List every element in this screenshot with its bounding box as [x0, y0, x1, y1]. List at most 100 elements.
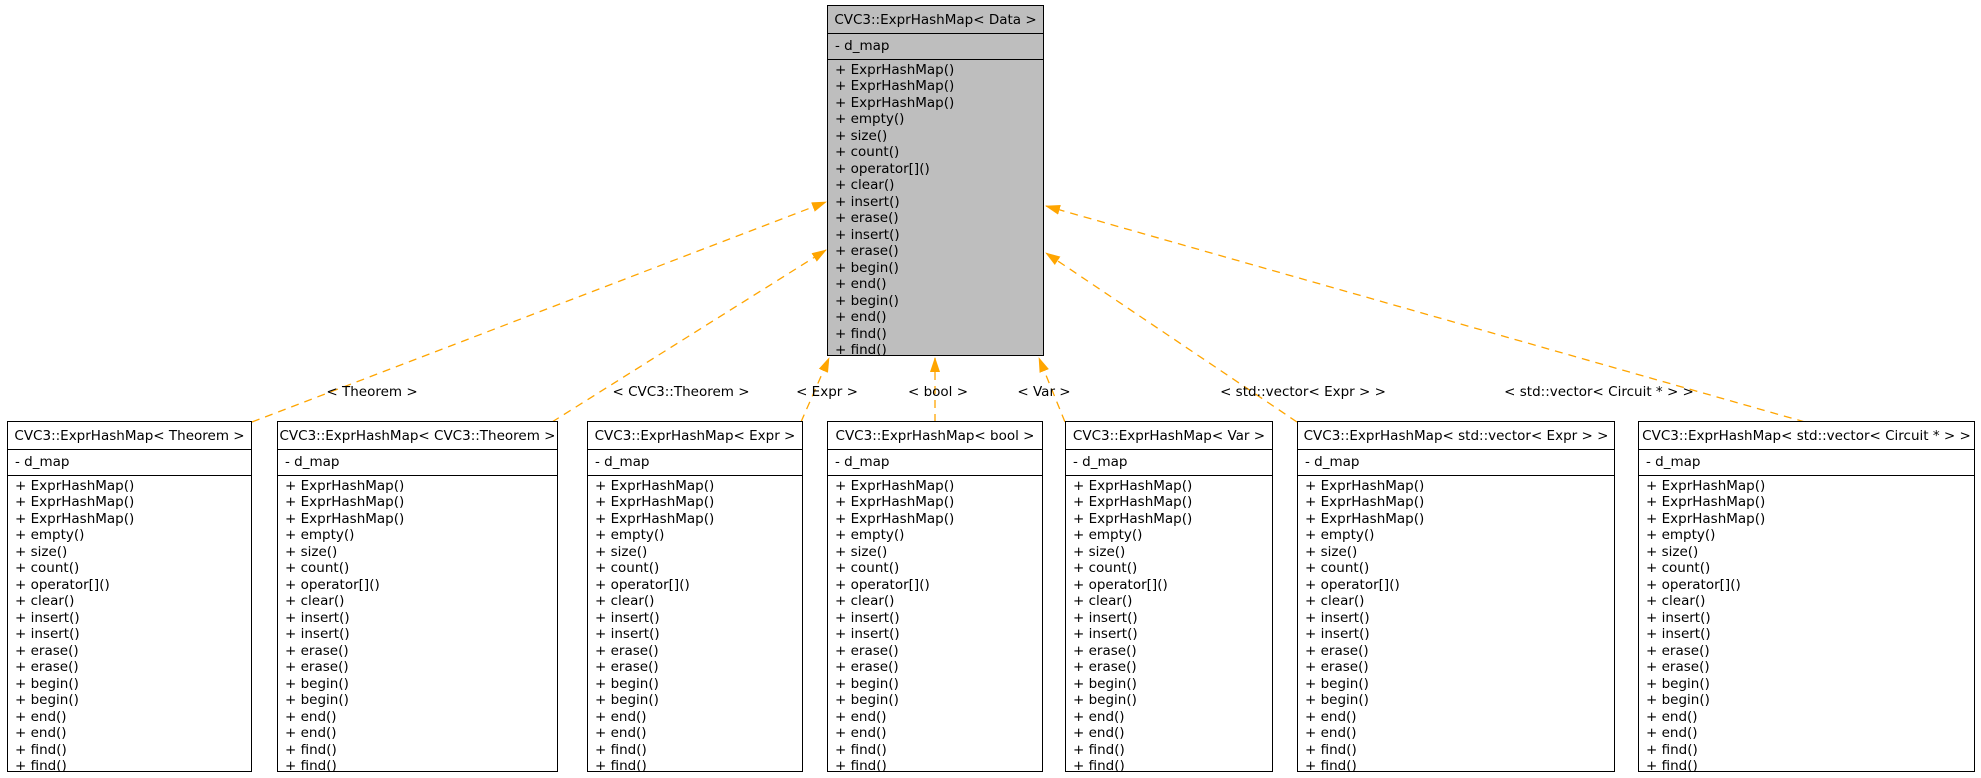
class-method: + empty() [1646, 527, 1716, 543]
class-method: + find() [835, 342, 887, 358]
class-method: + count() [835, 144, 900, 160]
class-method: + empty() [835, 527, 905, 543]
class-method: + find() [1305, 741, 1357, 758]
class-method: + empty() [1305, 527, 1375, 543]
class-title: CVC3::ExprHashMap< Expr > [588, 422, 802, 450]
class-node-exprhashmap-std-vector-expr[interactable]: CVC3::ExprHashMap< std::vector< Expr > >… [1297, 421, 1615, 774]
class-method: + end() [835, 309, 887, 325]
class-method: + end() [1646, 725, 1698, 741]
class-method: + ExprHashMap() [835, 61, 955, 78]
class-method: + size() [15, 543, 68, 560]
class-method: + empty() [285, 527, 355, 543]
edge-label-cvc3-theorem: < CVC3::Theorem > [612, 384, 750, 400]
class-method: + empty() [595, 527, 665, 543]
class-method: + ExprHashMap() [1646, 494, 1766, 510]
class-method: + insert() [835, 193, 900, 210]
class-method: + begin() [595, 675, 659, 692]
class-node-exprhashmap-bool[interactable]: CVC3::ExprHashMap< bool > - d_map + Expr… [827, 421, 1043, 774]
class-attribute: - d_map [595, 454, 650, 470]
class-method: + erase() [595, 659, 659, 675]
class-method: + begin() [1073, 692, 1137, 708]
class-method: + clear() [835, 177, 895, 193]
class-method: + size() [285, 543, 338, 560]
class-method: + ExprHashMap() [1073, 494, 1193, 510]
class-method: + erase() [15, 659, 79, 675]
edge-label-bool: < bool > [907, 384, 969, 400]
class-method: + begin() [835, 259, 899, 276]
class-methods: + ExprHashMap()+ ExprHashMap()+ ExprHash… [1066, 476, 1272, 775]
class-methods: + ExprHashMap()+ ExprHashMap()+ ExprHash… [8, 476, 251, 775]
class-title: CVC3::ExprHashMap< Var > [1066, 422, 1272, 450]
class-title: CVC3::ExprHashMap< CVC3::Theorem > [278, 422, 557, 450]
class-method: + end() [595, 725, 647, 741]
class-method: + erase() [595, 642, 659, 659]
class-node-exprhashmap-std-vector-circuit[interactable]: CVC3::ExprHashMap< std::vector< Circuit … [1638, 421, 1975, 775]
class-attributes: - d_map [1298, 450, 1614, 476]
class-method: + operator[]() [1305, 576, 1400, 593]
class-method: + ExprHashMap() [595, 494, 715, 510]
class-method: + ExprHashMap() [285, 477, 405, 494]
class-method: + begin() [1073, 675, 1137, 692]
class-method: + clear() [1305, 593, 1365, 609]
class-method: + erase() [835, 243, 899, 259]
class-methods: + ExprHashMap()+ ExprHashMap()+ ExprHash… [1639, 476, 1974, 775]
class-method: + operator[]() [285, 576, 380, 593]
class-attribute: - d_map [835, 454, 890, 470]
class-method: + end() [15, 708, 67, 725]
class-method: + end() [1305, 708, 1357, 725]
class-method: + find() [1305, 758, 1357, 774]
class-method: + end() [1305, 725, 1357, 741]
class-method: + end() [1073, 708, 1125, 725]
class-method: + find() [1073, 758, 1125, 774]
class-method: + end() [1073, 725, 1125, 741]
class-method: + begin() [1305, 692, 1369, 708]
class-method: + end() [1646, 708, 1698, 725]
class-method: + erase() [15, 642, 79, 659]
class-title: CVC3::ExprHashMap< std::vector< Circuit … [1639, 422, 1974, 450]
class-method: + ExprHashMap() [15, 494, 135, 510]
class-method: + begin() [1305, 675, 1369, 692]
class-method: + operator[]() [15, 576, 110, 593]
class-method: + count() [285, 560, 350, 576]
class-node-exprhashmap-expr[interactable]: CVC3::ExprHashMap< Expr > - d_map + Expr… [587, 421, 803, 774]
edge-std-vector-expr [1045, 252, 1298, 423]
class-method: + begin() [285, 692, 349, 708]
class-method: + begin() [835, 675, 899, 692]
edge-expr [800, 357, 830, 423]
class-method: + operator[]() [1646, 576, 1741, 593]
class-method: + clear() [595, 593, 655, 609]
class-method: + find() [835, 325, 887, 342]
class-method: + count() [835, 560, 900, 576]
class-method: + ExprHashMap() [835, 78, 955, 94]
class-method: + clear() [15, 593, 75, 609]
class-method: + ExprHashMap() [835, 510, 955, 527]
class-method: + insert() [1646, 626, 1711, 642]
class-method: + ExprHashMap() [1305, 510, 1425, 527]
edge-label-expr: < Expr > [796, 384, 858, 400]
class-method: + erase() [1073, 659, 1137, 675]
class-method: + size() [835, 543, 888, 560]
class-method: + begin() [595, 692, 659, 708]
class-method: + ExprHashMap() [595, 510, 715, 527]
class-attributes: - d_map [8, 450, 251, 476]
class-method: + size() [595, 543, 648, 560]
class-method: + insert() [1073, 626, 1138, 642]
class-method: + end() [835, 276, 887, 292]
class-attributes: - d_map [828, 450, 1042, 476]
class-method: + size() [1646, 543, 1699, 560]
class-title: CVC3::ExprHashMap< std::vector< Expr > > [1298, 422, 1614, 450]
class-node-exprhashmap-var[interactable]: CVC3::ExprHashMap< Var > - d_map + ExprH… [1065, 421, 1273, 775]
class-method: + erase() [835, 642, 899, 659]
class-method: + erase() [285, 659, 349, 675]
class-method: + clear() [835, 593, 895, 609]
class-method: + clear() [285, 593, 345, 609]
class-method: + insert() [285, 609, 350, 626]
class-node-exprhashmap-theorem[interactable]: CVC3::ExprHashMap< Theorem > - d_map + E… [7, 421, 252, 775]
class-methods: + ExprHashMap()+ ExprHashMap()+ ExprHash… [278, 476, 557, 775]
class-method: + operator[]() [1073, 576, 1168, 593]
class-node-exprhashmap-cvc3-theorem[interactable]: CVC3::ExprHashMap< CVC3::Theorem > - d_m… [277, 421, 558, 775]
class-method: + erase() [1305, 659, 1369, 675]
class-method: + begin() [835, 692, 899, 708]
class-method: + insert() [1305, 626, 1370, 642]
